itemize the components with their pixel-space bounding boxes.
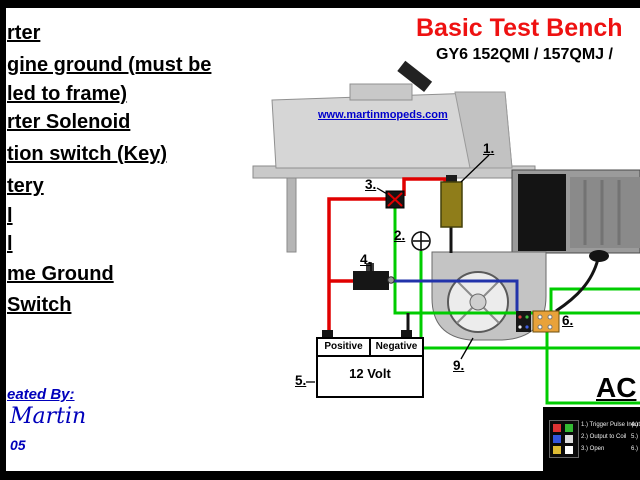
frame-border-left	[0, 0, 6, 480]
ignition-coil	[353, 263, 395, 290]
page-subtitle: GY6 152QMI / 157QMJ /	[436, 46, 613, 63]
callout-1-solenoid: 1.	[483, 141, 495, 156]
cdi-pin-2	[565, 424, 573, 432]
callout-6-connector: 6.	[562, 313, 574, 328]
cdi-legend-line-4: 4.)	[631, 422, 639, 428]
website-link[interactable]: www.martinmopeds.com	[318, 109, 448, 121]
connector-block	[516, 310, 560, 333]
frame-border-top	[0, 0, 640, 8]
cdi-legend-line-6: 6.)	[631, 446, 639, 452]
leader-lines	[306, 154, 490, 383]
cdi-legend-line-2: 2.) Output to Coil	[581, 434, 627, 440]
intake-stub	[397, 60, 433, 92]
flywheel-fan	[447, 271, 509, 333]
ground-symbol	[411, 231, 431, 251]
callout-4-coil: 4.	[360, 252, 372, 267]
legend-item-engine-ground2: led to frame)	[7, 83, 128, 105]
ac-cdi-label: AC	[596, 372, 637, 403]
cdi-pin-3	[553, 435, 561, 443]
legend-item-6: l	[7, 205, 13, 227]
blue-wire	[389, 279, 519, 311]
cdi-pinout-box	[549, 420, 579, 458]
battery-12v: Positive Negative 12 Volt	[316, 337, 424, 398]
engine-body	[252, 60, 640, 341]
callout-3-relay: 3.	[365, 177, 377, 192]
credits-created-by: eated By:	[7, 386, 75, 403]
page-title: Basic Test Bench	[416, 14, 623, 42]
battery-terminal-labels: Positive Negative	[318, 339, 422, 357]
battery-negative-terminal	[401, 330, 412, 338]
cdi-legend-line-3: 3.) Open	[581, 446, 605, 452]
cdi-pin-5	[553, 446, 561, 454]
starter-relay	[385, 190, 405, 209]
starter-solenoid	[440, 175, 463, 228]
callout-5-battery: 5.	[295, 373, 307, 388]
legend-item-frame-ground: me Ground	[7, 263, 114, 285]
legend-item-starter: rter	[7, 22, 41, 44]
battery-positive-terminal	[322, 330, 333, 338]
battery-negative-label: Negative	[375, 341, 418, 352]
legend-item-solenoid: rter Solenoid	[7, 111, 131, 133]
battery-positive-label: Positive	[318, 339, 371, 355]
legend-item-engine-ground: gine ground (must be	[7, 54, 212, 76]
battery-voltage-label: 12 Volt	[349, 366, 391, 381]
cdi-legend-panel: 1.) Trigger Pulse Input 2.) Output to Co…	[543, 407, 640, 471]
cdi-pin-1	[553, 424, 561, 432]
cdi-pin-4	[565, 435, 573, 443]
legend-item-battery: tery	[7, 175, 44, 197]
callout-2-ground: 2.	[394, 228, 406, 243]
frame-border-bottom	[0, 471, 640, 480]
cdi-legend-line-1: 1.) Trigger Pulse Input	[581, 422, 640, 428]
cdi-pin-6	[565, 446, 573, 454]
cdi-legend-column-1: 1.) Trigger Pulse Input 2.) Output to Co…	[581, 419, 640, 455]
legend-item-7: l	[7, 233, 13, 255]
credits-year: 05	[10, 437, 26, 453]
legend-item-switch: Switch	[7, 294, 72, 316]
credits-author: Martin	[10, 404, 87, 429]
cdi-legend-line-5: 5.)	[631, 434, 639, 440]
black-wires	[406, 227, 600, 332]
callout-9-flywheel: 9.	[453, 358, 465, 373]
cdi-legend-column-2: 4.) 5.) 6.)	[631, 419, 638, 455]
legend-item-ignition-switch: tion switch (Key)	[7, 143, 168, 165]
